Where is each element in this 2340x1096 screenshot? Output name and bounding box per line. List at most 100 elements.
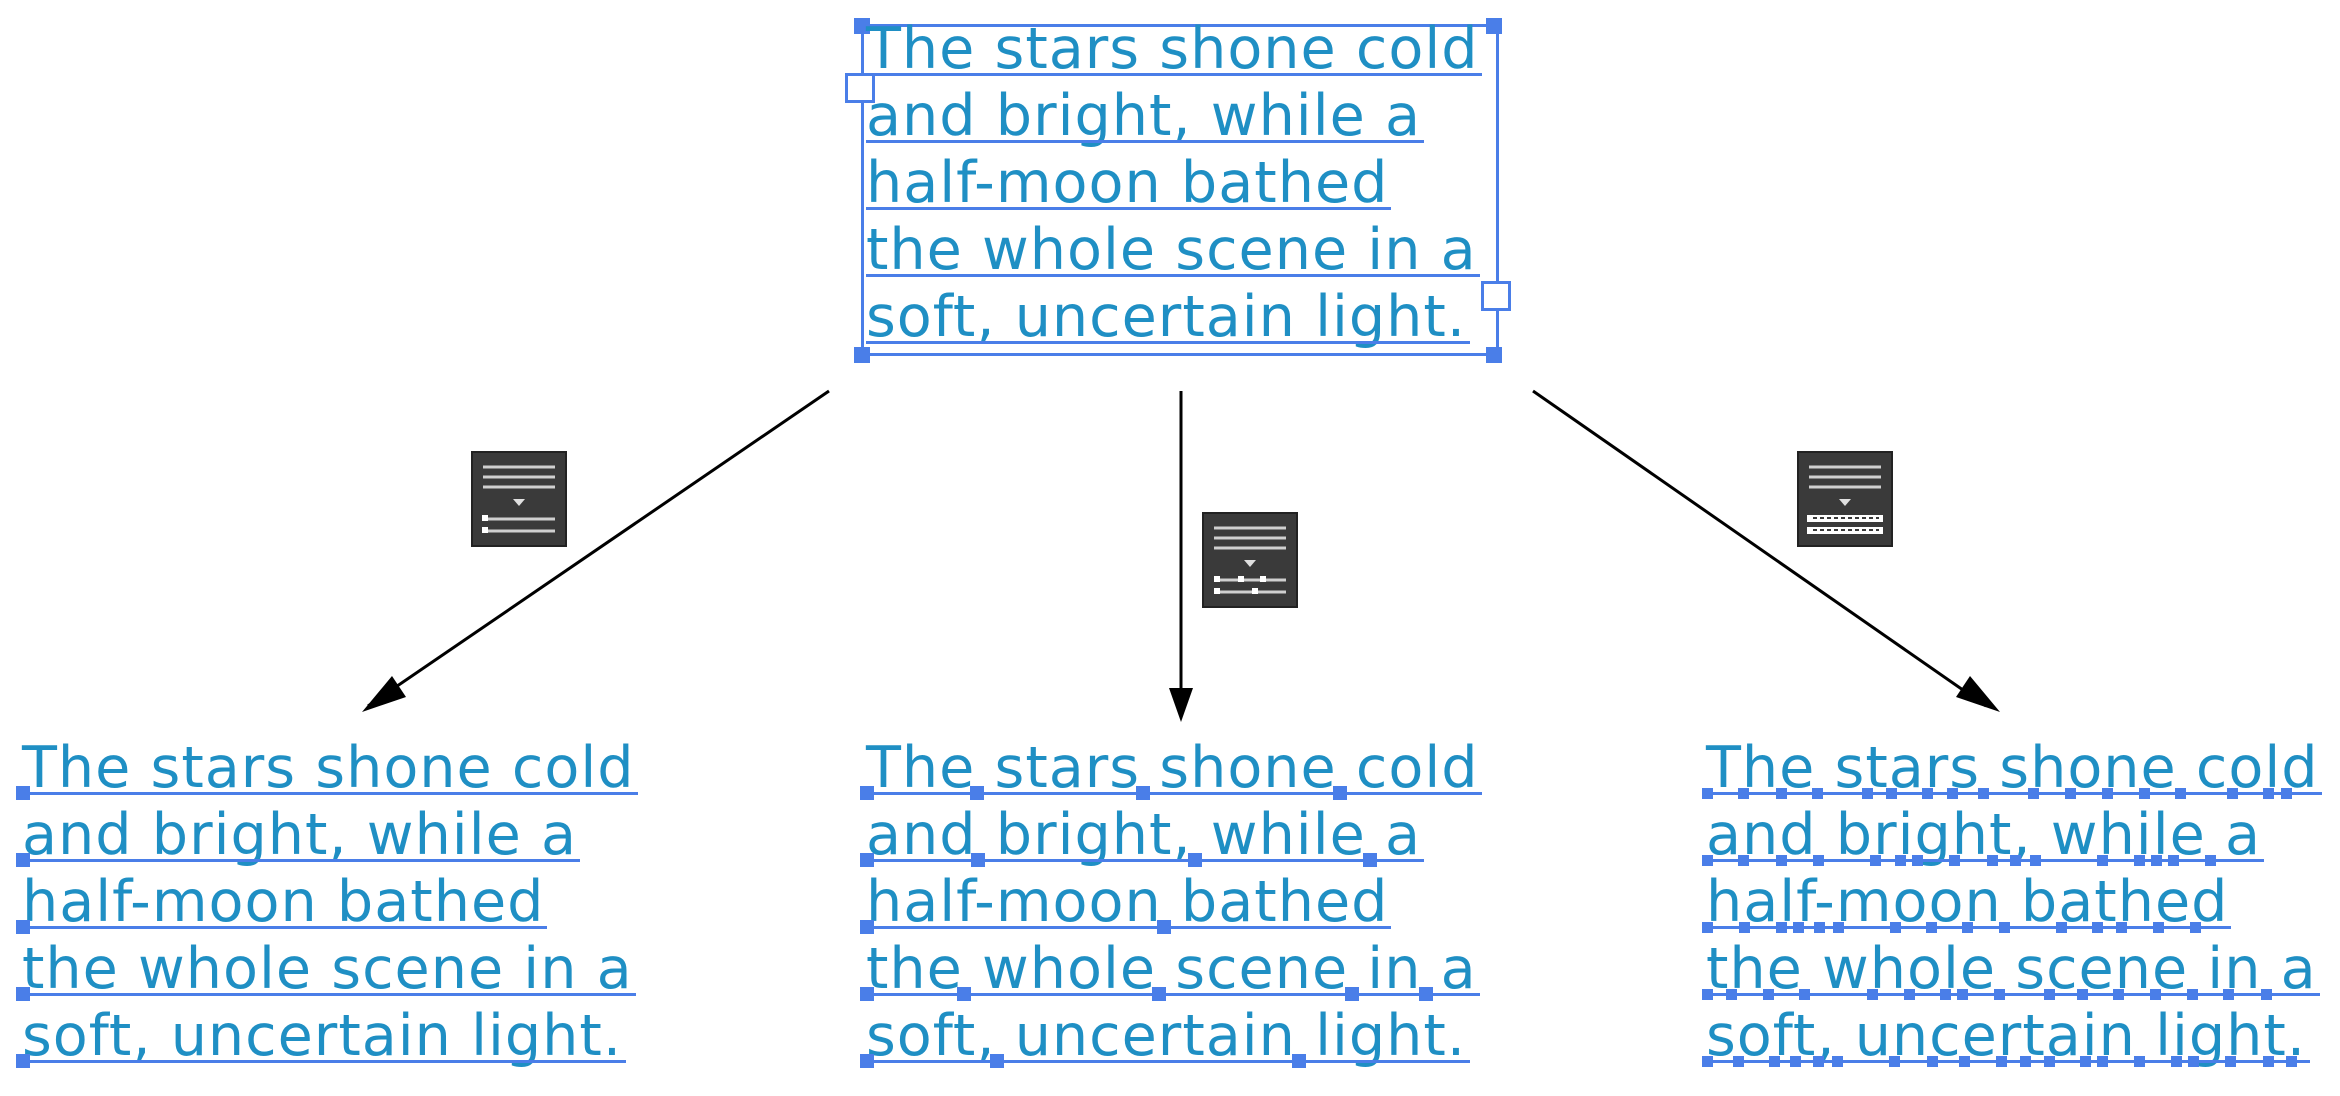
character-handle[interactable] — [1738, 788, 1750, 799]
character-handle[interactable] — [2010, 855, 2022, 866]
line-handle[interactable] — [16, 853, 30, 867]
character-handle[interactable] — [1702, 788, 1713, 799]
character-handle[interactable] — [1889, 922, 1901, 933]
word-handle[interactable] — [971, 853, 986, 867]
character-handle[interactable] — [1977, 788, 1989, 799]
character-handle[interactable] — [1885, 788, 1897, 799]
character-handle[interactable] — [1702, 922, 1713, 933]
character-handle[interactable] — [1862, 788, 1874, 799]
handle-in-port[interactable] — [845, 73, 875, 103]
word-handle[interactable] — [1418, 987, 1433, 1001]
character-handle[interactable] — [2027, 788, 2039, 799]
word-handle[interactable] — [1362, 853, 1377, 867]
character-handle[interactable] — [1986, 855, 1998, 866]
character-handle[interactable] — [2286, 1056, 2298, 1067]
character-handle[interactable] — [1702, 1056, 1713, 1067]
character-handle[interactable] — [1832, 922, 1844, 933]
word-handle[interactable] — [1292, 1054, 1307, 1068]
character-handle[interactable] — [1739, 922, 1751, 933]
character-handle[interactable] — [1911, 855, 1923, 866]
character-handle[interactable] — [1961, 922, 1973, 933]
character-handle[interactable] — [1813, 1056, 1825, 1067]
character-handle[interactable] — [2080, 1056, 2092, 1067]
character-handle[interactable] — [2151, 855, 2163, 866]
handle-top-right[interactable] — [1486, 18, 1502, 34]
character-handle[interactable] — [1904, 989, 1916, 1000]
character-handle[interactable] — [1922, 788, 1934, 799]
character-handle[interactable] — [1763, 989, 1775, 1000]
character-handle[interactable] — [1925, 922, 1937, 933]
character-handle[interactable] — [1790, 1056, 1802, 1067]
word-handle[interactable] — [1157, 920, 1172, 934]
character-handle[interactable] — [1949, 855, 1961, 866]
word-handle[interactable] — [860, 1054, 874, 1068]
character-handle[interactable] — [1999, 922, 2011, 933]
word-handle[interactable] — [860, 786, 874, 800]
character-handle[interactable] — [1702, 989, 1713, 1000]
character-handle[interactable] — [1866, 989, 1878, 1000]
character-handle[interactable] — [2223, 989, 2235, 1000]
word-handle[interactable] — [1151, 987, 1166, 1001]
character-handle[interactable] — [1957, 989, 1969, 1000]
character-handle[interactable] — [2260, 989, 2272, 1000]
line-handle[interactable] — [16, 786, 30, 800]
character-handle[interactable] — [1725, 989, 1737, 1000]
character-handle[interactable] — [2043, 989, 2055, 1000]
character-handle[interactable] — [1889, 1056, 1901, 1067]
character-handle[interactable] — [2115, 922, 2127, 933]
character-handle[interactable] — [1775, 922, 1787, 933]
word-handle[interactable] — [1344, 987, 1359, 1001]
character-handle[interactable] — [1732, 1056, 1744, 1067]
character-handle[interactable] — [2186, 989, 2198, 1000]
character-handle[interactable] — [1702, 855, 1713, 866]
character-handle[interactable] — [2153, 922, 2165, 933]
character-handle[interactable] — [2189, 922, 2201, 933]
word-handle[interactable] — [990, 1054, 1005, 1068]
character-handle[interactable] — [2101, 788, 2113, 799]
character-handle[interactable] — [2096, 855, 2108, 866]
character-handle[interactable] — [1813, 855, 1825, 866]
handle-bottom-right[interactable] — [1486, 347, 1502, 363]
line-handle[interactable] — [16, 987, 30, 1001]
handle-top-left[interactable] — [854, 18, 870, 34]
character-handle[interactable] — [1926, 1056, 1938, 1067]
handle-out-port[interactable] — [1481, 281, 1511, 311]
character-handle[interactable] — [1894, 855, 1906, 866]
character-handle[interactable] — [1940, 989, 1952, 1000]
character-handle[interactable] — [2262, 1056, 2274, 1067]
character-handle[interactable] — [2168, 855, 2180, 866]
character-handle[interactable] — [2170, 1056, 2182, 1067]
character-handle[interactable] — [2225, 1056, 2237, 1067]
character-handle[interactable] — [2280, 788, 2292, 799]
character-handle[interactable] — [1995, 1056, 2007, 1067]
character-handle[interactable] — [2175, 788, 2187, 799]
character-handle[interactable] — [1799, 989, 1811, 1000]
line-handle[interactable] — [16, 920, 30, 934]
word-handle[interactable] — [860, 853, 874, 867]
character-handle[interactable] — [1811, 788, 1823, 799]
character-handle[interactable] — [2112, 989, 2124, 1000]
character-handle[interactable] — [1993, 989, 2005, 1000]
word-handle[interactable] — [860, 920, 874, 934]
character-handle[interactable] — [1832, 1056, 1844, 1067]
character-handle[interactable] — [2150, 989, 2162, 1000]
character-handle[interactable] — [2056, 922, 2068, 933]
character-handle[interactable] — [2065, 788, 2077, 799]
line-handle[interactable] — [16, 1054, 30, 1068]
character-handle[interactable] — [2227, 788, 2239, 799]
handle-bottom-left[interactable] — [854, 347, 870, 363]
selection-box[interactable] — [861, 24, 1499, 356]
character-handle[interactable] — [1959, 1056, 1971, 1067]
character-handle[interactable] — [2097, 1056, 2109, 1067]
character-handle[interactable] — [2020, 1056, 2032, 1067]
word-handle[interactable] — [860, 987, 874, 1001]
character-handle[interactable] — [1869, 855, 1881, 866]
word-handle[interactable] — [969, 786, 984, 800]
word-handle[interactable] — [1333, 786, 1348, 800]
character-handle[interactable] — [2043, 1056, 2055, 1067]
character-handle[interactable] — [1946, 788, 1958, 799]
word-handle[interactable] — [1135, 786, 1150, 800]
character-handle[interactable] — [1814, 922, 1825, 933]
character-handle[interactable] — [1792, 922, 1804, 933]
